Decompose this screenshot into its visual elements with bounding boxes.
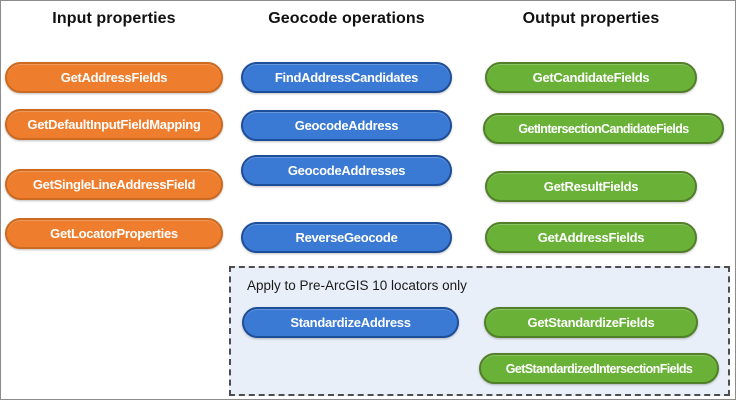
- btn-get-address-fields-output: GetAddressFields: [485, 222, 697, 253]
- column-header-input-properties: Input properties: [52, 10, 176, 27]
- btn-get-candidate-fields: GetCandidateFields: [485, 62, 697, 93]
- btn-geocode-addresses: GeocodeAddresses: [241, 155, 452, 186]
- btn-get-result-fields: GetResultFields: [485, 171, 697, 202]
- legacy-box-label: Apply to Pre-ArcGIS 10 locators only: [247, 278, 467, 293]
- btn-reverse-geocode: ReverseGeocode: [241, 222, 452, 253]
- btn-get-intersection-candidate-fields: GetIntersectionCandidateFields: [483, 113, 724, 144]
- btn-get-standardized-intersection-fields: GetStandardizedIntersectionFields: [479, 353, 719, 384]
- btn-get-address-fields-input: GetAddressFields: [5, 62, 223, 93]
- btn-get-single-line-address-field: GetSingleLineAddressField: [5, 169, 223, 200]
- btn-geocode-address: GeocodeAddress: [241, 110, 452, 141]
- btn-get-default-input-field-mapping: GetDefaultInputFieldMapping: [5, 109, 223, 140]
- column-header-output-properties: Output properties: [522, 10, 660, 27]
- btn-get-standardize-fields: GetStandardizeFields: [484, 307, 698, 338]
- column-header-geocode-operations: Geocode operations: [268, 10, 425, 27]
- btn-find-address-candidates: FindAddressCandidates: [241, 62, 452, 93]
- btn-get-locator-properties: GetLocatorProperties: [5, 218, 223, 249]
- btn-standardize-address: StandardizeAddress: [242, 307, 459, 338]
